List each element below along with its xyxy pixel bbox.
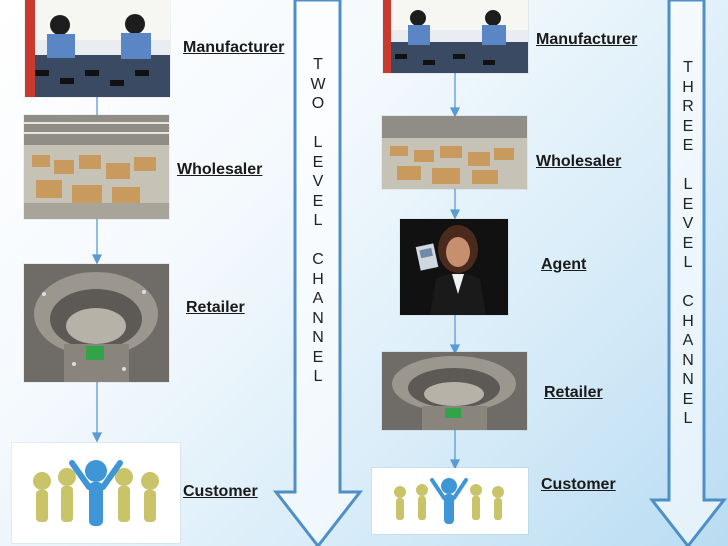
three-level-down-arrow — [648, 0, 728, 546]
manufacturer-photo-left — [25, 0, 170, 97]
left-retailer-label: Retailer — [186, 299, 245, 316]
wholesaler-photo-left — [24, 115, 169, 219]
two-level-down-arrow — [272, 0, 364, 546]
retailer-photo-right — [382, 352, 527, 430]
wholesaler-photo-right — [382, 116, 527, 189]
right-connectors — [449, 73, 461, 470]
right-wholesaler-label: Wholesaler — [536, 153, 622, 170]
customer-photo-left — [12, 443, 180, 543]
right-agent-label: Agent — [541, 256, 587, 273]
right-customer-label: Customer — [541, 476, 616, 493]
retailer-photo-left — [24, 264, 169, 382]
right-retailer-label: Retailer — [544, 384, 603, 401]
customer-photo-right — [372, 468, 528, 534]
left-wholesaler-label: Wholesaler — [177, 161, 263, 178]
left-customer-label: Customer — [183, 483, 258, 500]
agent-photo — [400, 219, 508, 315]
left-manufacturer-label: Manufacturer — [183, 39, 285, 56]
right-manufacturer-label: Manufacturer — [536, 31, 638, 48]
manufacturer-photo-right — [383, 0, 528, 73]
